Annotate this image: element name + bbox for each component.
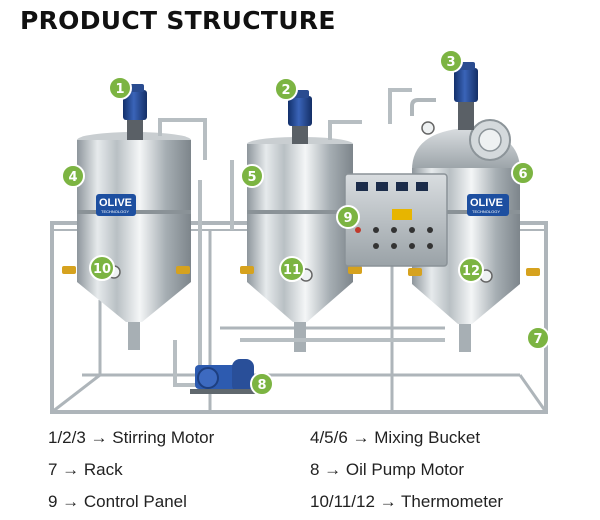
brand-logo: OLIVE <box>470 197 503 209</box>
svg-text:12: 12 <box>462 264 480 279</box>
brand-logo-sub: TECHNOLOGY <box>101 209 129 214</box>
stirring-motor-3 <box>454 62 478 130</box>
legend-item: 1/2/3 → Stirring Motor <box>48 428 215 447</box>
svg-text:8: 8 <box>257 378 266 393</box>
callout-4: 4 <box>61 164 85 188</box>
svg-text:10: 10 <box>93 262 111 277</box>
machine-diagram: OLIVE TECHNOLOGY OLIVE TECHNOLOGY <box>50 49 550 414</box>
svg-text:7: 7 <box>533 332 542 347</box>
svg-text:11: 11 <box>283 263 301 278</box>
svg-text:9: 9 <box>343 211 352 226</box>
callout-1: 1 <box>108 76 132 100</box>
callout-6: 6 <box>511 161 535 185</box>
svg-text:2: 2 <box>281 83 290 98</box>
page-title: PRODUCT STRUCTURE <box>20 6 336 35</box>
svg-text:4: 4 <box>68 170 77 185</box>
pressure-gauge-icon <box>421 121 435 135</box>
callout-7: 7 <box>526 326 550 350</box>
callout-8: 8 <box>250 372 274 396</box>
brand-logo-sub: TECHNOLOGY <box>472 209 500 214</box>
legend-item: 9 → Control Panel <box>48 492 187 511</box>
control-panel <box>344 173 448 267</box>
callout-12: 12 <box>458 257 484 283</box>
mixing-bucket-2 <box>247 137 353 352</box>
svg-text:6: 6 <box>518 167 527 182</box>
mixing-bucket-1: OLIVE TECHNOLOGY <box>77 132 191 350</box>
legend-item: 7 → Rack <box>48 460 123 479</box>
callout-10: 10 <box>89 255 115 281</box>
callout-5: 5 <box>240 164 264 188</box>
callout-2: 2 <box>274 77 298 101</box>
callout-11: 11 <box>279 256 305 282</box>
svg-text:1: 1 <box>115 82 124 97</box>
svg-text:5: 5 <box>247 170 256 185</box>
svg-text:3: 3 <box>446 55 455 70</box>
callout-9: 9 <box>336 205 360 229</box>
brand-logo: OLIVE <box>99 197 132 209</box>
oil-pump-motor <box>190 359 258 394</box>
callout-3: 3 <box>439 49 463 73</box>
legend-item: 10/11/12 → Thermometer <box>310 492 504 511</box>
legend-item: 4/5/6 → Mixing Bucket <box>310 428 481 447</box>
legend-item: 8 → Oil Pump Motor <box>310 460 464 479</box>
